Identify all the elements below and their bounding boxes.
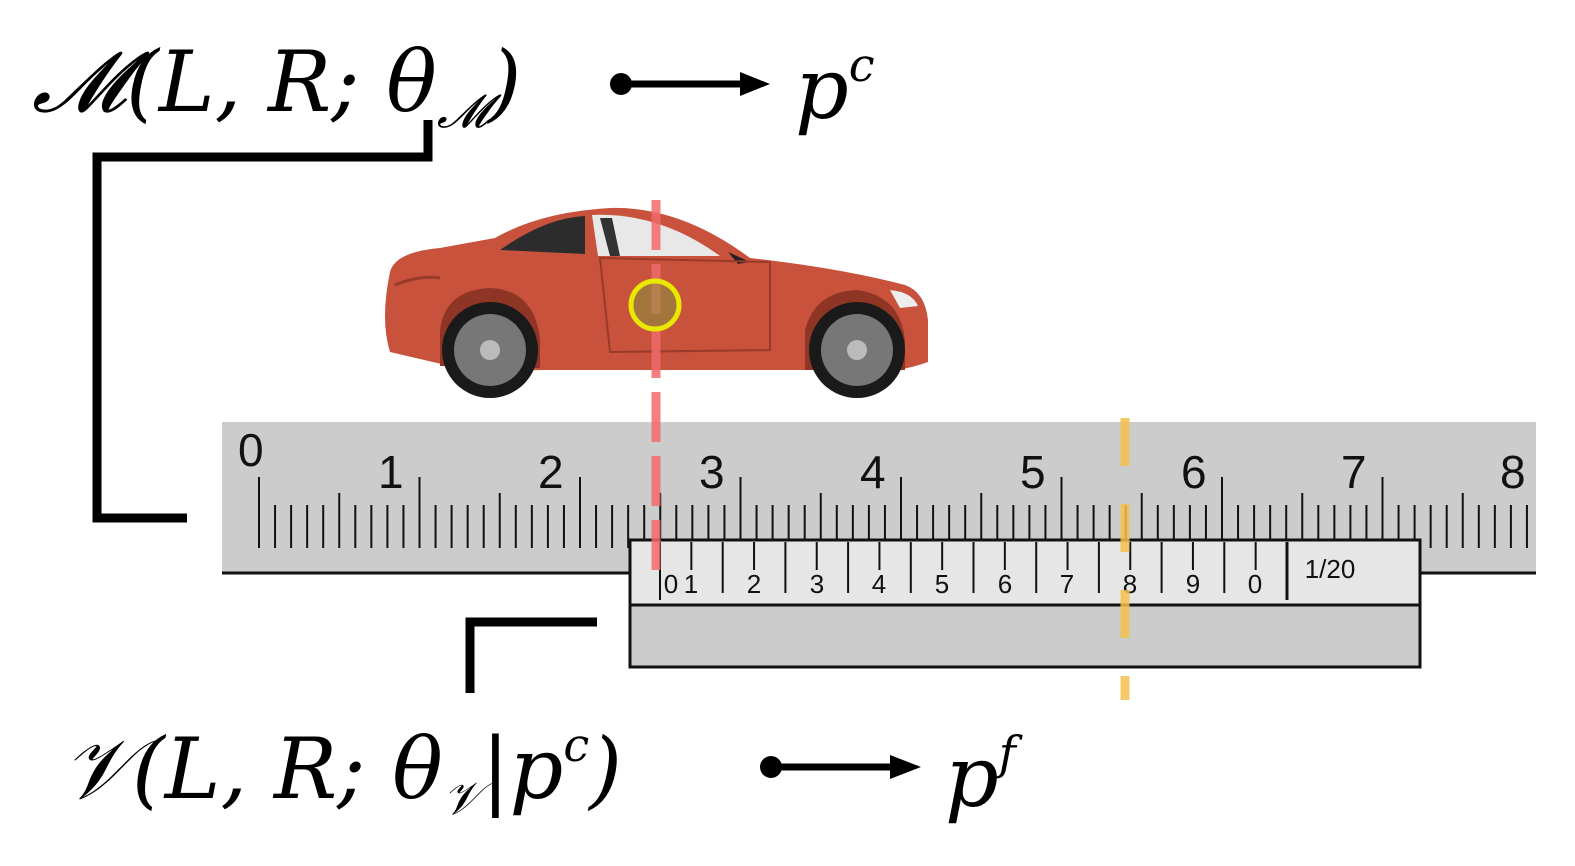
theta-subscript: 𝒱 <box>442 771 482 826</box>
p-symbol: p <box>945 727 999 826</box>
main-scale-labels: 0 1 2 3 4 5 6 7 8 <box>238 424 1526 498</box>
f-superscript: f <box>998 726 1016 780</box>
bottom-arrow <box>760 755 921 779</box>
ruler-label-7: 7 <box>1341 446 1367 498</box>
ruler-label-2: 2 <box>538 446 564 498</box>
vernier-slider-body[interactable] <box>628 603 1422 669</box>
fine-prediction: pf <box>945 730 1016 819</box>
model-symbol: 𝒱 <box>62 719 132 818</box>
ruler-label-8: 8 <box>1500 446 1526 498</box>
condition: |p <box>481 719 564 818</box>
model-symbol: 𝓜 <box>32 33 127 131</box>
vernier-ticks <box>659 542 1289 600</box>
vernier-label-2: 2 <box>747 569 761 599</box>
fine-model-formula: 𝒱(L, R; θ𝒱|pc) <box>62 722 622 821</box>
vernier-resolution: 1/20 <box>1305 554 1356 584</box>
ruler-label-6: 6 <box>1181 446 1207 498</box>
top-arrow <box>610 72 770 96</box>
c-superscript: c <box>848 38 875 92</box>
model-args: (L, R; θ <box>126 33 437 131</box>
close-paren: ) <box>488 33 522 131</box>
vernier-label-4: 4 <box>872 569 886 599</box>
vernier-label-7: 7 <box>1060 569 1074 599</box>
condition-superscript: c <box>563 718 590 772</box>
ruler-label-1: 1 <box>378 446 404 498</box>
ruler-label-3: 3 <box>699 446 725 498</box>
vernier-label-5: 5 <box>935 569 949 599</box>
vernier-label-10: 0 <box>1248 569 1262 599</box>
highlight-circle <box>628 278 682 332</box>
top-bracket <box>92 120 433 523</box>
ruler-label-5: 5 <box>1020 446 1046 498</box>
ruler-label-4: 4 <box>860 446 886 498</box>
p-symbol: p <box>795 39 849 138</box>
close-paren: ) <box>589 719 622 818</box>
vernier-label-9: 9 <box>1186 569 1200 599</box>
theta-subscript: 𝓜 <box>436 84 489 139</box>
vernier-label-6: 6 <box>998 569 1012 599</box>
coarse-prediction: pc <box>795 42 875 131</box>
coarse-model-formula: 𝓜(L, R; θ𝓜) <box>32 40 521 134</box>
vernier-label-0: 0 <box>664 569 678 599</box>
vernier-label-1: 1 <box>684 569 698 599</box>
model-args: (L, R; θ <box>131 719 443 818</box>
ruler-label-0: 0 <box>238 424 264 476</box>
vernier-label-3: 3 <box>810 569 824 599</box>
bottom-bracket <box>465 617 597 693</box>
